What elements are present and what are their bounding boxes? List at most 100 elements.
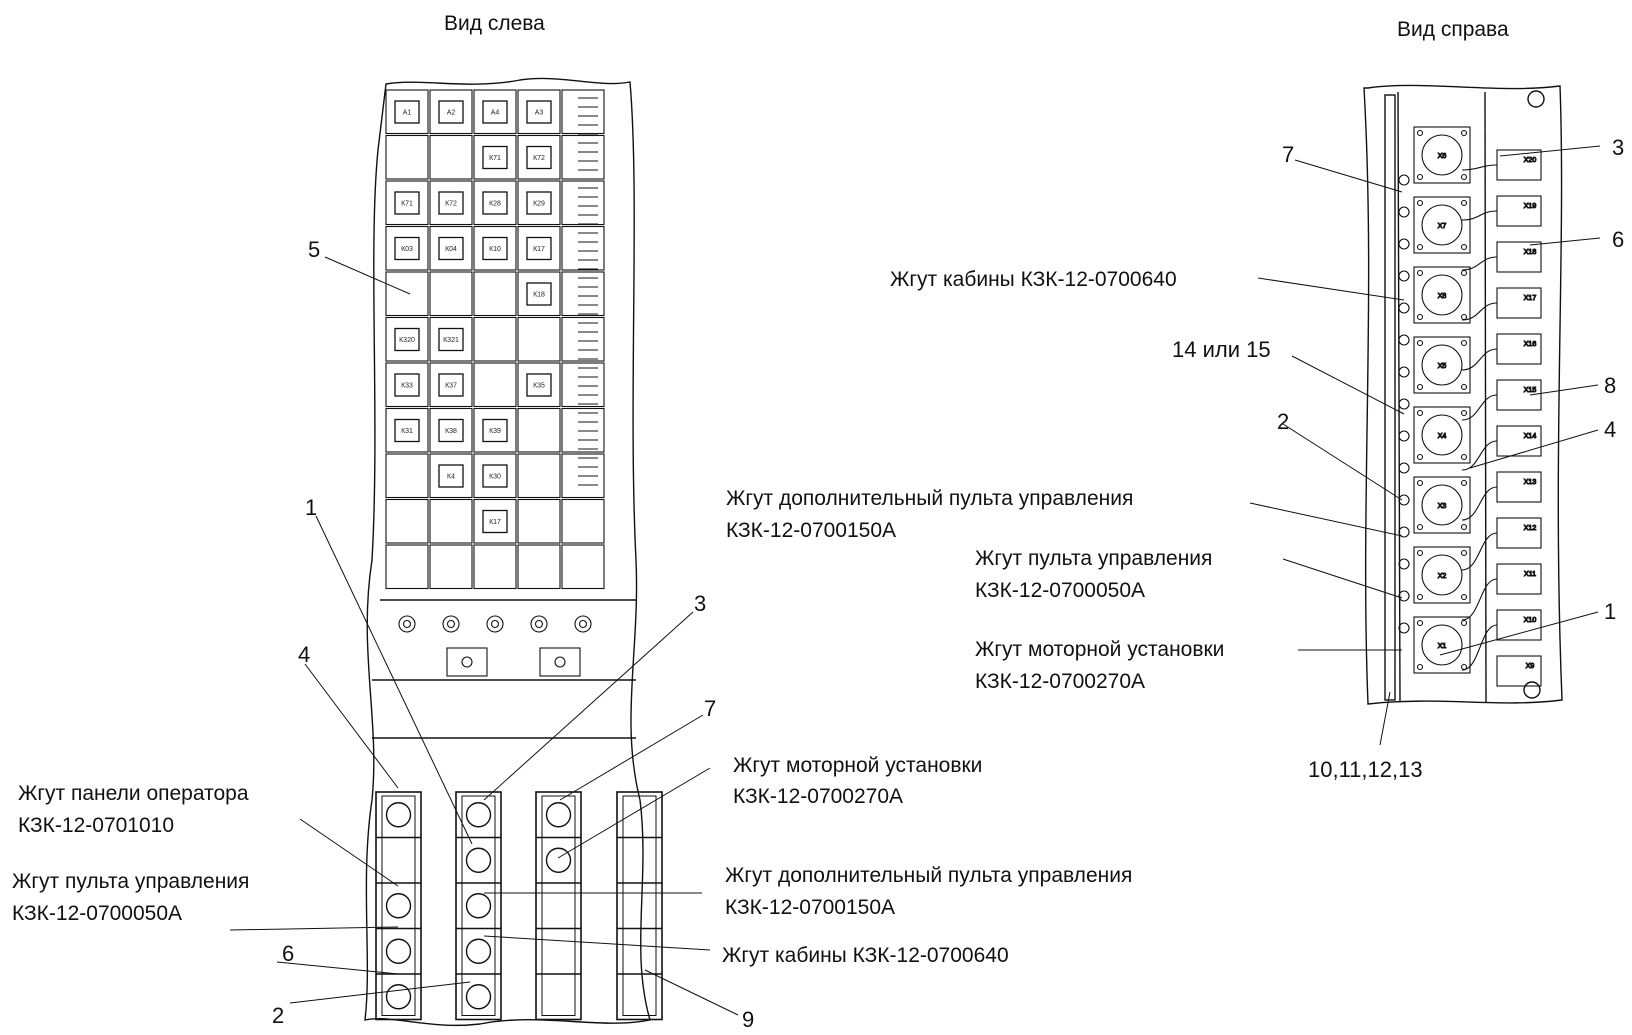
grid-cell	[561, 498, 605, 544]
wire	[1461, 348, 1498, 371]
grid-cell	[473, 362, 517, 408]
grid-cell	[517, 407, 561, 453]
terminal-stud	[574, 615, 592, 633]
grid-cell	[429, 134, 473, 180]
wire	[1461, 210, 1498, 221]
relay-label: К72	[533, 155, 545, 162]
grid-cell	[473, 407, 517, 453]
grid-cell	[517, 544, 561, 590]
connector-screw	[1460, 409, 1468, 417]
connector-screw	[1416, 199, 1424, 207]
relay-label: К10	[489, 246, 501, 253]
label-operator-panel-name: Жгут панели оператора	[18, 782, 249, 805]
relay-box	[394, 191, 420, 215]
relay-label: К04	[445, 246, 457, 253]
grid-cell	[473, 544, 517, 590]
connector-screw	[1416, 269, 1424, 277]
left-view-title: Вид слева	[444, 12, 545, 35]
grid-cell	[473, 498, 517, 544]
relay-label: К71	[489, 155, 501, 162]
relay-box	[482, 236, 508, 261]
connector-inner	[622, 795, 657, 1016]
round-connector	[1421, 624, 1463, 666]
grid-cell	[517, 362, 561, 408]
connector-screw	[1460, 339, 1468, 347]
grid-cell	[473, 271, 517, 317]
left-callout-6: 6	[282, 941, 295, 966]
terminal-stud-core	[534, 619, 544, 629]
round-connector	[1421, 414, 1463, 456]
grid-cell	[385, 180, 429, 226]
grid-cell	[517, 271, 561, 317]
terminal-stud-core	[490, 619, 500, 629]
grid-cell	[385, 544, 429, 590]
bracket	[446, 647, 488, 677]
grid-cell	[429, 271, 473, 317]
round-connector	[1421, 484, 1463, 526]
connector-screw	[1416, 663, 1424, 671]
grid-cell	[561, 89, 605, 135]
rail-bolt	[1398, 302, 1410, 314]
rect-connector-label: X9	[1526, 663, 1535, 670]
right-label-motor-unit-code: КЗК-12-0700270А	[975, 670, 1146, 693]
grid-cell	[429, 225, 473, 271]
left-callout-7: 7	[704, 696, 717, 721]
relay-box	[482, 100, 508, 124]
label-cabin: Жгут кабины КЗК-12-0700640	[722, 944, 1009, 967]
right-view-title: Вид справа	[1397, 18, 1509, 41]
connector-screw	[1416, 593, 1424, 601]
rect-connector	[1496, 287, 1542, 319]
relay-label: К03	[401, 246, 413, 253]
relay-box	[482, 509, 508, 534]
round-connector-frame	[1413, 336, 1471, 394]
grid-cell	[385, 362, 429, 408]
rect-connector-label: X20	[1524, 157, 1537, 164]
relay-label: К4	[447, 474, 455, 481]
grid-cell	[473, 89, 517, 135]
relay-box	[482, 418, 508, 443]
harness-connector	[545, 847, 572, 873]
rect-connector	[1496, 563, 1542, 595]
round-connector-frame	[1413, 616, 1471, 674]
terminal-stud-core	[402, 619, 412, 629]
connector-screw	[1416, 313, 1424, 321]
right-callout-4: 4	[1604, 417, 1617, 442]
right-connector-block: X6X7X8X5X4X3X2X1X20X19X18X17X16X15X14X13…	[1398, 126, 1542, 687]
relay-label: К31	[401, 428, 413, 435]
terminal-stud	[442, 615, 460, 633]
relay-box	[394, 100, 420, 124]
relay-label: К28	[489, 201, 501, 208]
relay-box	[526, 236, 552, 261]
right-label-cabin: Жгут кабины КЗК-12-0700640	[890, 268, 1177, 291]
relay-label: К17	[533, 246, 545, 253]
wire	[1461, 624, 1498, 671]
left-leader-lines	[229, 256, 739, 1016]
rect-connector-label: X15	[1524, 387, 1537, 394]
rect-connector	[1496, 241, 1542, 273]
rect-connector-label: X19	[1524, 203, 1537, 210]
left-callout-4: 4	[298, 642, 311, 667]
harness-connector	[385, 802, 412, 828]
rect-connector	[1496, 333, 1542, 365]
connector-screw	[1460, 173, 1468, 181]
grid-cell	[385, 407, 429, 453]
grid-cell	[473, 180, 517, 226]
connector-screw	[1460, 523, 1468, 531]
relay-label: К29	[533, 201, 545, 208]
relay-label: К37	[445, 383, 457, 390]
rect-connector-label: X18	[1524, 249, 1537, 256]
connector-column	[455, 791, 502, 1021]
right-label-additional-control-panel-code: КЗК-12-0700150А	[726, 519, 897, 542]
relay-box	[526, 100, 552, 124]
connector-screw	[1416, 549, 1424, 557]
connector-screw	[1460, 383, 1468, 391]
relay-label: К38	[445, 428, 457, 435]
relay-label: К39	[489, 428, 501, 435]
relay-label: А3	[535, 110, 544, 117]
harness-connector	[465, 938, 492, 964]
connector-screw	[1416, 523, 1424, 531]
rail-bolt	[1398, 366, 1410, 378]
rect-connector-label: X14	[1524, 433, 1537, 440]
right-leader-lines	[1249, 145, 1601, 746]
